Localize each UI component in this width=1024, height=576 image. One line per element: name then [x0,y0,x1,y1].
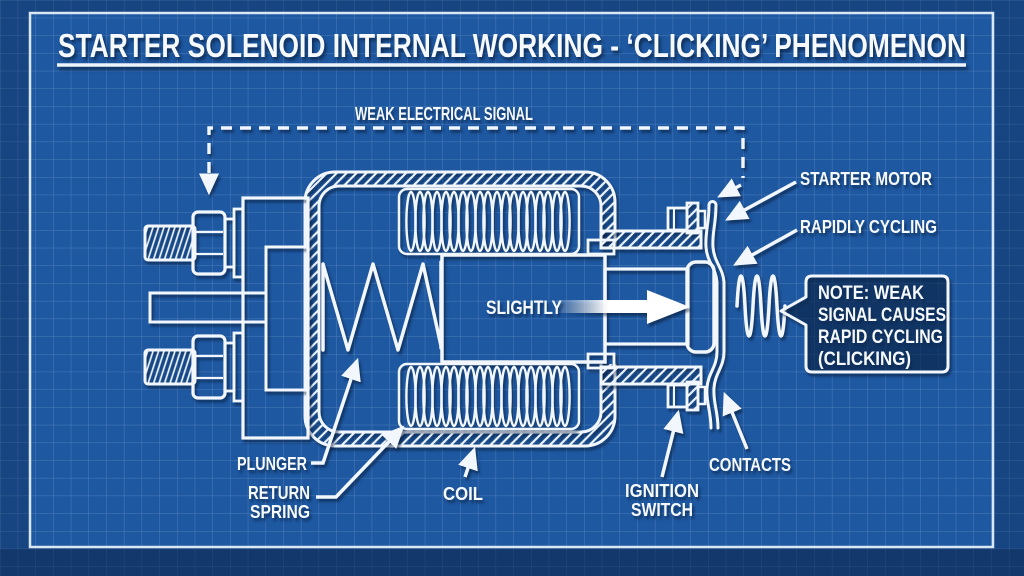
page-title: STARTER SOLENOID INTERNAL WORKING - ‘CLI… [58,27,966,64]
starter-motor-leader [725,180,797,221]
weak-signal-label: WEAK ELECTRICAL SIGNAL [355,104,533,124]
weak-signal-dashed-path [198,126,745,196]
ignition-switch-label-line2: SWITCH [631,500,693,520]
coil-bobbin-bottom [397,362,581,431]
weak-signal-arrow-to-contacts [717,178,742,198]
return-spring-leader [316,425,405,499]
plunger-label: PLUNGER [237,454,307,474]
clicking-wave-symbol [735,274,787,338]
contact-strip [704,200,726,430]
bottom-band [0,549,1024,576]
upper-bracket [599,201,707,250]
lower-bracket-ignition-terminal [599,365,707,412]
ignition-switch-leader [660,409,684,478]
return-spring-label-line2: SPRING [250,502,310,522]
note-line2: SIGNAL CAUSES [818,305,946,326]
note-line4: (CLICKING) [818,349,911,370]
mounting-bar [148,291,268,324]
ignition-switch-label-line1: IGNITION [625,481,699,501]
return-spring-label-line1: RETURN [248,483,310,503]
coil-label: COIL [443,484,483,504]
slightly-label: SLIGHTLY [486,297,562,319]
rapidly-cycling-label: RAPIDLY CYCLING [800,216,937,237]
plunger-leader [311,357,361,465]
border-frame [28,11,995,549]
contacts-label: CONTACTS [709,455,791,475]
note-callout-box [779,274,950,374]
contacts-leader [722,391,749,450]
plunger-motion-arrow [555,290,690,324]
note-line3: RAPID CYCLING [818,327,943,348]
case-hatch-band [303,170,617,448]
note-line1: NOTE: WEAK [818,283,924,304]
rapidly-cycling-leader [733,228,798,266]
coil-leader [458,446,478,478]
starter-motor-label: STARTER MOTOR [800,168,932,189]
